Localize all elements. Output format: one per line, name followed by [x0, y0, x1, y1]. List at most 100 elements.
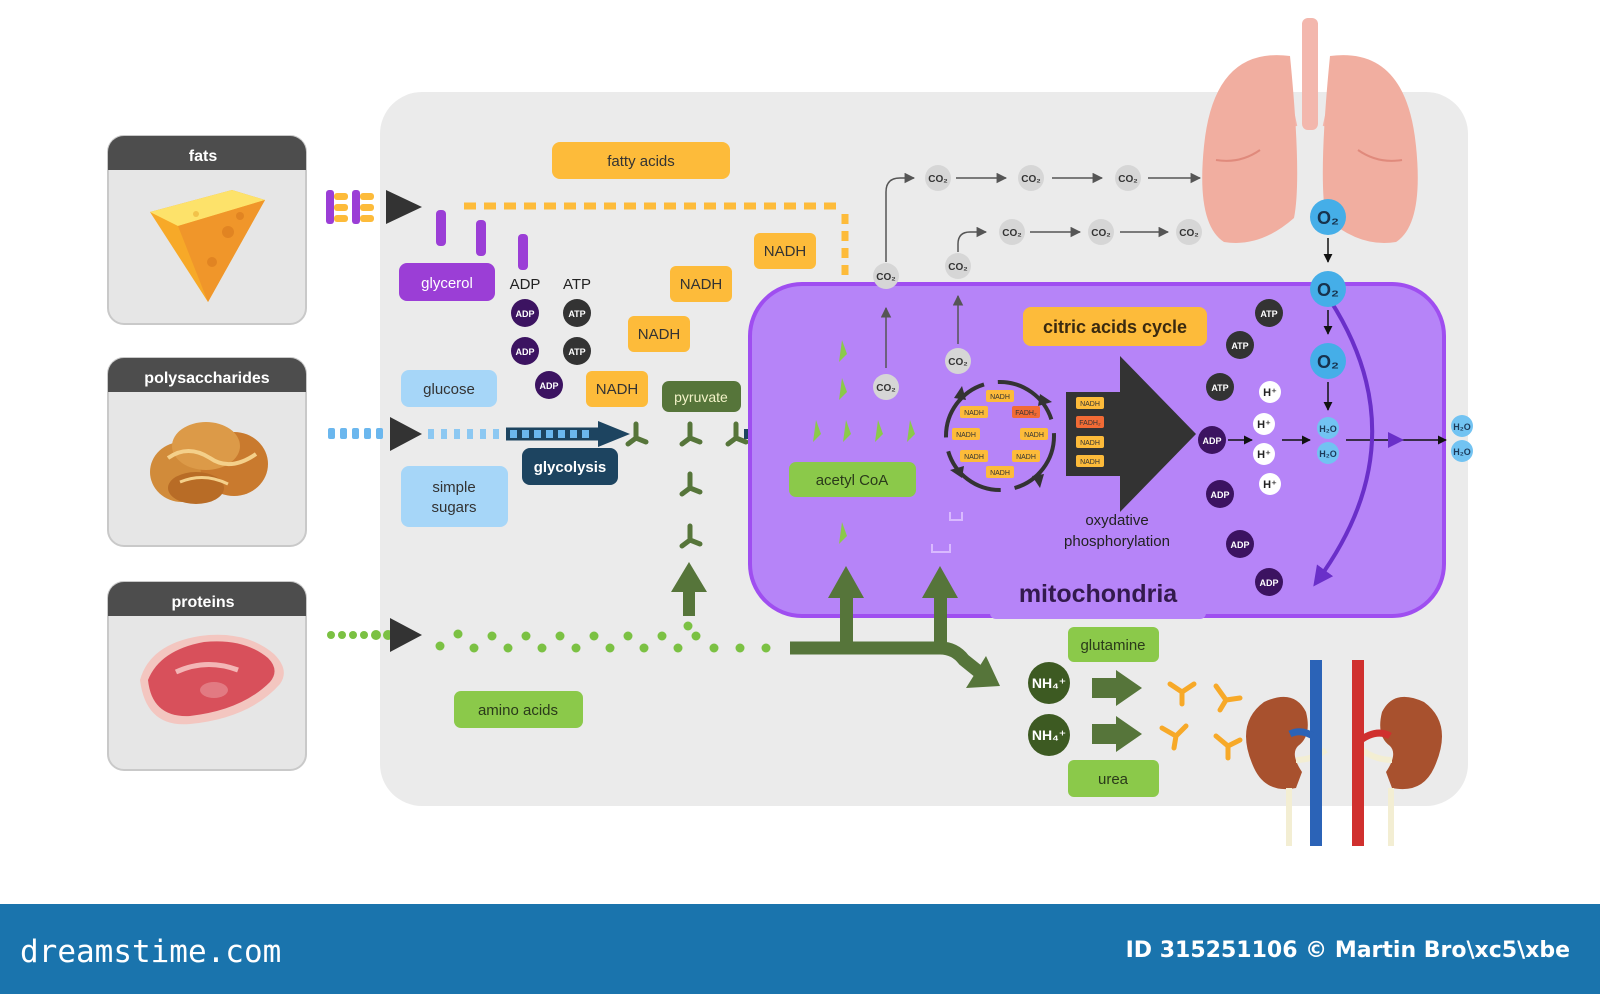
nadh-mini: NADH [1020, 428, 1048, 440]
svg-text:CO₂: CO₂ [948, 357, 967, 368]
card-proteins: proteins [107, 581, 307, 771]
adp-badge: ADP [511, 299, 539, 327]
nadh-box: NADH [628, 316, 690, 352]
card-fats: fats [107, 135, 307, 325]
adp-badge: ADP [1226, 530, 1254, 558]
svg-text:H⁺: H⁺ [1257, 419, 1271, 431]
card-title-proteins: proteins [171, 594, 234, 611]
svg-text:H⁺: H⁺ [1263, 479, 1277, 491]
svg-text:H⁺: H⁺ [1257, 449, 1271, 461]
glycolysis-label: glycolysis [534, 459, 607, 476]
amino-to-pyruvate-arrow [671, 562, 707, 592]
glucose-label: glucose [423, 381, 475, 398]
h-plus-badge: H⁺ [1253, 443, 1275, 465]
glycerol-label: glycerol [421, 275, 473, 292]
amino-to-mito-arrow-1 [828, 566, 864, 598]
co2-badge: CO₂ [1115, 165, 1141, 191]
acetyl-coa-label: acetyl CoA [816, 472, 889, 489]
amino-to-glutamine-arrow [966, 656, 1000, 688]
svg-text:O₂: O₂ [1317, 352, 1339, 372]
svg-text:CO₂: CO₂ [876, 383, 895, 394]
co2-badge: CO₂ [1018, 165, 1044, 191]
nadh-mini: NADH [986, 466, 1014, 478]
lungs-icon [1202, 18, 1418, 243]
nadh-mini: NADH [960, 450, 988, 462]
svg-text:CO₂: CO₂ [1021, 174, 1040, 185]
svg-text:NADH: NADH [596, 381, 639, 398]
co2-badge: CO₂ [873, 374, 899, 400]
fat-molecule-icon [326, 190, 374, 224]
nadh-box: NADH [586, 371, 648, 407]
citric-cycle-box [1023, 307, 1207, 346]
nadh-mini: NADH [960, 406, 988, 418]
glutamine-box [1068, 627, 1159, 662]
o2-badge: O₂ [1310, 199, 1346, 235]
oxygen-flow-arc [1313, 298, 1375, 587]
svg-text:CO₂: CO₂ [1002, 228, 1021, 239]
fadh2-mini: FADH₂ [1076, 416, 1104, 428]
mitochondria-label: mitochondria [1019, 580, 1178, 608]
fadh2-mini: FADH₂ [1012, 406, 1040, 418]
amino-acids-box [454, 691, 583, 728]
svg-text:O₂: O₂ [1317, 208, 1339, 228]
nadh-mini: NADH [1076, 436, 1104, 448]
svg-text:NADH: NADH [680, 276, 723, 293]
nadh-mini: NADH [986, 390, 1014, 402]
sugar-chain [328, 428, 383, 439]
atp-badge: ATP [563, 299, 591, 327]
cheese-icon [150, 190, 265, 302]
footer-bar: dreamstime.com ID 315251106 © Martin Bro… [0, 904, 1600, 994]
svg-text:CO₂: CO₂ [1179, 228, 1198, 239]
svg-text:NADH: NADH [1080, 459, 1100, 466]
co2-badge: CO₂ [873, 263, 899, 289]
meat-icon [140, 634, 284, 725]
svg-text:CO₂: CO₂ [928, 174, 947, 185]
adp-badge: ADP [511, 337, 539, 365]
svg-text:FADH₂: FADH₂ [1079, 420, 1101, 427]
h-plus-badge: H⁺ [1253, 413, 1275, 435]
svg-text:NADH: NADH [1024, 432, 1044, 439]
svg-text:ADP: ADP [539, 381, 558, 391]
card-title-polysaccharides: polysaccharides [144, 370, 270, 387]
acetyl-coa-fragments [813, 340, 915, 544]
svg-text:NADH: NADH [764, 243, 807, 260]
sugars-entry-arrow [390, 417, 422, 451]
urea-box [1068, 760, 1159, 797]
cycle-ring [944, 380, 1056, 492]
svg-text:ATP: ATP [568, 309, 585, 319]
svg-text:H₂O: H₂O [1319, 424, 1337, 434]
svg-text:ATP: ATP [1231, 341, 1248, 351]
footer-logo[interactable]: dreamstime.com [20, 934, 282, 970]
svg-text:NADH: NADH [964, 454, 984, 461]
amino-to-mito-arrow-2 [922, 566, 958, 598]
amino-to-mito-shaft-1 [840, 596, 853, 654]
o2-badge: O₂ [1310, 343, 1346, 379]
svg-text:ADP: ADP [515, 347, 534, 357]
atp-badge: ATP [1226, 331, 1254, 359]
svg-text:ADP: ADP [1210, 490, 1229, 500]
footer-image-id: ID 315251106 © Martin Bro\xc5\xbe [1125, 938, 1570, 963]
co2-badge: CO₂ [925, 165, 951, 191]
svg-text:NADH: NADH [638, 326, 681, 343]
glycerol-fragments [436, 210, 528, 270]
svg-text:H₂O: H₂O [1319, 449, 1337, 459]
svg-text:ATP: ATP [568, 347, 585, 357]
mitochondria-label-box [990, 567, 1206, 619]
fatty-acids-box [552, 142, 730, 179]
adp-badge: ADP [535, 371, 563, 399]
oxydative-arrow [1066, 356, 1196, 512]
h2o-badge: H₂O [1451, 415, 1473, 437]
svg-text:FADH₂: FADH₂ [1015, 410, 1037, 417]
svg-text:ADP: ADP [515, 309, 534, 319]
nadh-mini: NADH [1076, 397, 1104, 409]
svg-text:H⁺: H⁺ [1263, 387, 1277, 399]
co2-badge: CO₂ [1088, 219, 1114, 245]
bracket-mark [931, 544, 951, 553]
nadh-box: NADH [754, 233, 816, 269]
fatty-acids-label: fatty acids [607, 153, 675, 170]
h2o-badge: H₂O [1317, 442, 1339, 464]
atp-header: ATP [563, 276, 591, 293]
glutamine-label: glutamine [1080, 637, 1145, 654]
co2-badge: CO₂ [999, 219, 1025, 245]
